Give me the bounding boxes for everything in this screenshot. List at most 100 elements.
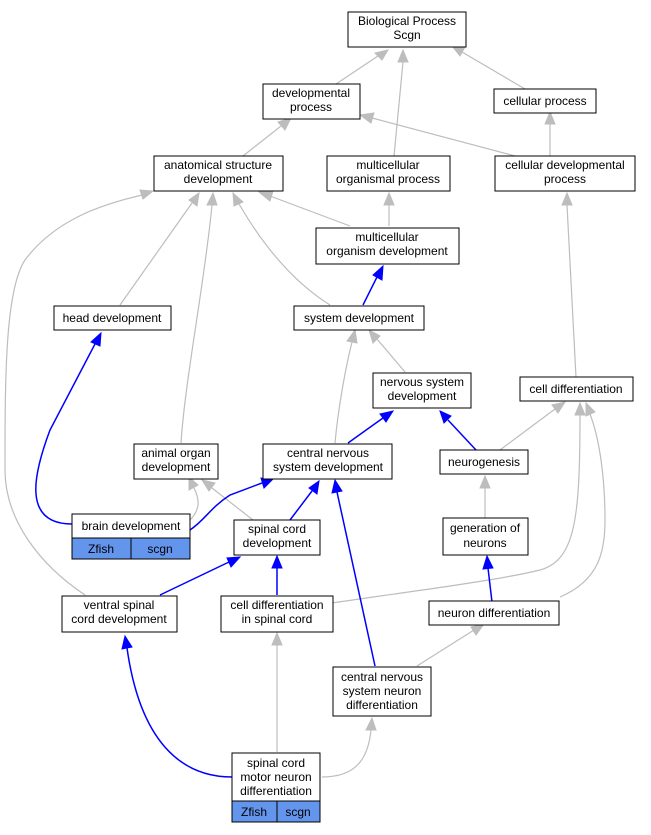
node-cns-neuron-differentiation[interactable]: central nervous system neuron differenti… bbox=[332, 666, 432, 717]
node-spinal-cord-motor-neuron-differentiation[interactable]: spinal cord motor neuron differentiation… bbox=[231, 752, 321, 823]
edge-motor-to-cns-neuron-diff bbox=[321, 716, 377, 778]
node-label-line: system development bbox=[304, 311, 415, 325]
node-label-line: head development bbox=[63, 311, 162, 325]
node-multicellular-organismal-process[interactable]: multicellular organismal process bbox=[326, 155, 451, 192]
edge-gen-neurons-to-neurogenesis bbox=[479, 474, 491, 518]
node-biological-process[interactable]: Biological Process Scgn bbox=[347, 11, 467, 48]
node-label-line: cord development bbox=[71, 612, 167, 626]
edge-motor-to-ventral bbox=[121, 634, 233, 778]
node-anatomical-structure-development[interactable]: anatomical structure development bbox=[153, 155, 284, 192]
node-label-line: differentiation bbox=[346, 698, 418, 712]
edge-ns-dev-to-system-dev bbox=[368, 328, 406, 373]
tag-label: scgn bbox=[147, 542, 172, 556]
edge-spinal-to-cns-dev bbox=[289, 479, 320, 521]
node-label-line: central nervous bbox=[287, 446, 369, 460]
node-generation-of-neurons[interactable]: generation of neurons bbox=[442, 517, 529, 556]
edge-ventral-to-spinal bbox=[159, 556, 242, 596]
gene-tag-scgn: scgn bbox=[130, 537, 191, 560]
node-label-line: system development bbox=[273, 460, 384, 474]
node-label-line: spinal cord bbox=[247, 756, 305, 770]
node-label-line: cell differentiation bbox=[529, 382, 622, 396]
node-neuron-differentiation[interactable]: neuron differentiation bbox=[428, 600, 560, 626]
species-tag-zfish: Zfish bbox=[231, 800, 278, 823]
gene-tag-scgn: scgn bbox=[276, 800, 321, 823]
node-label-line: process bbox=[290, 100, 332, 114]
edge-neuron-diff-to-gen-neurons bbox=[482, 554, 494, 603]
node-animal-organ-development[interactable]: animal organ development bbox=[133, 443, 219, 480]
edge-cell-diff-spinal-to-cell-diff bbox=[331, 401, 586, 604]
node-label-line: neurogenesis bbox=[448, 455, 520, 469]
node-label-line: neurons bbox=[463, 536, 506, 550]
node-spinal-cord-development[interactable]: spinal cord development bbox=[233, 519, 321, 556]
node-label-line: organismal process bbox=[336, 172, 440, 186]
edge-cell-dev-process-to-dev-process bbox=[358, 112, 516, 157]
edge-cell-dev-process-to-cellular-process bbox=[544, 110, 556, 156]
node-label-line: ventral spinal bbox=[84, 598, 155, 612]
edge-system-dev-to-anat bbox=[232, 191, 331, 306]
node-cell-differentiation[interactable]: cell differentiation bbox=[519, 376, 634, 402]
node-label-line: animal organ bbox=[141, 446, 210, 460]
node-label-line: organism development bbox=[326, 244, 448, 258]
node-label-line: development bbox=[243, 536, 312, 550]
edge-cns-dev-to-ns-dev bbox=[347, 410, 395, 444]
node-label-line: development bbox=[184, 172, 253, 186]
node-cell-differentiation-in-spinal-cord[interactable]: cell differentiation in spinal cord bbox=[220, 595, 334, 633]
edge-brain-to-animal-organ bbox=[188, 475, 199, 521]
node-brain-development[interactable]: brain development Zfish scgn bbox=[71, 513, 191, 560]
tag-label: scgn bbox=[285, 805, 310, 819]
edge-cellular-process-to-bp bbox=[450, 45, 526, 90]
node-label-line: motor neuron bbox=[240, 770, 311, 784]
node-label-line: central nervous bbox=[341, 670, 423, 684]
edge-neurogenesis-to-cell-diff bbox=[499, 401, 567, 451]
node-cellular-developmental-process[interactable]: cellular developmental process bbox=[494, 155, 636, 192]
edge-system-dev-to-multicell-dev bbox=[362, 264, 384, 306]
node-label-line: Scgn bbox=[393, 28, 420, 42]
node-head-development[interactable]: head development bbox=[53, 305, 172, 331]
node-label-line: process bbox=[544, 172, 586, 186]
node-label-line: development bbox=[142, 460, 211, 474]
node-multicellular-organism-development[interactable]: multicellular organism development bbox=[315, 227, 460, 265]
node-label-line: nervous system bbox=[380, 375, 464, 389]
node-label-line: generation of bbox=[450, 521, 521, 535]
node-cellular-process[interactable]: cellular process bbox=[493, 88, 597, 114]
node-label-line: differentiation bbox=[240, 784, 312, 798]
node-label-line: anatomical structure bbox=[164, 158, 272, 172]
node-ventral-spinal-cord-development[interactable]: ventral spinal cord development bbox=[61, 595, 178, 633]
tag-label: Zfish bbox=[88, 542, 114, 556]
edge-animal-organ-to-anat bbox=[180, 191, 218, 444]
species-tag-zfish: Zfish bbox=[71, 537, 132, 560]
edge-multicell-dev-to-multicell-process bbox=[383, 191, 395, 226]
node-label-line: development bbox=[388, 389, 457, 403]
node-developmental-process[interactable]: developmental process bbox=[262, 83, 361, 120]
node-label-line: multicellular bbox=[356, 158, 419, 172]
edge-head-dev-to-anat bbox=[119, 191, 200, 306]
node-label-line: brain development bbox=[82, 519, 181, 533]
edge-cns-dev-to-system-dev bbox=[334, 328, 358, 444]
node-label-line: spinal cord bbox=[248, 522, 306, 536]
edge-brain-to-cns-dev bbox=[189, 477, 275, 531]
node-nervous-system-development[interactable]: nervous system development bbox=[372, 372, 472, 409]
node-central-nervous-system-development[interactable]: central nervous system development bbox=[262, 443, 393, 480]
edge-ventral-to-anat bbox=[4, 189, 155, 596]
node-label-line: multicellular bbox=[355, 230, 418, 244]
edge-anat-to-dev-process bbox=[242, 117, 292, 157]
node-label-line: in spinal cord bbox=[242, 612, 313, 626]
tag-label: Zfish bbox=[241, 805, 267, 819]
edge-brain-to-head-dev bbox=[35, 331, 102, 525]
edge-cell-diff-to-cell-dev-process bbox=[561, 191, 577, 378]
edge-dev-process-to-bp bbox=[335, 49, 390, 85]
node-neurogenesis[interactable]: neurogenesis bbox=[439, 449, 529, 475]
edge-spinal-to-animal-organ bbox=[200, 479, 254, 521]
edge-multicell-dev-to-anat bbox=[257, 190, 351, 227]
node-label-line: cell differentiation bbox=[230, 598, 323, 612]
edge-motor-to-cell-diff-spinal bbox=[271, 631, 283, 752]
edge-multicell-process-to-bp bbox=[393, 48, 409, 157]
node-label-line: neuron differentiation bbox=[438, 606, 551, 620]
node-label-line: cellular developmental bbox=[505, 158, 624, 172]
node-label-line: system neuron bbox=[343, 684, 422, 698]
edge-neurogenesis-to-ns-dev bbox=[439, 410, 477, 451]
edge-cns-neuron-diff-to-cns-dev bbox=[331, 478, 376, 667]
node-system-development[interactable]: system development bbox=[293, 305, 425, 331]
edge-neuron-diff-to-cell-diff bbox=[559, 401, 606, 598]
